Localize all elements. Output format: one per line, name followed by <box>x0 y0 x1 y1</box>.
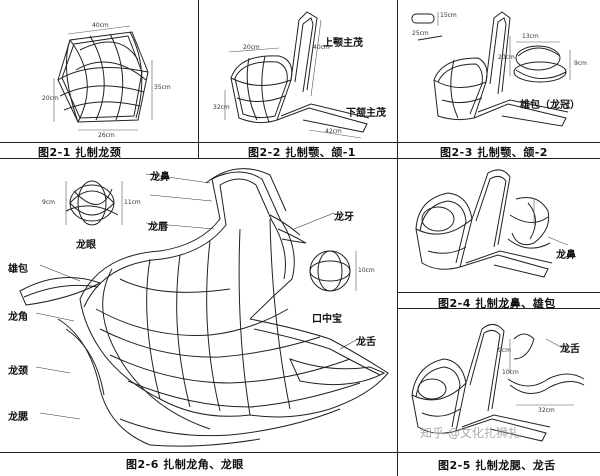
label-nose-2: 龙鼻 <box>556 250 576 261</box>
divider <box>198 0 199 158</box>
watermark: 知乎 @文化扎狮扎 <box>420 426 520 440</box>
label-lower-jaw-frame: 下颔主茂 <box>346 108 386 119</box>
label-crest: 雄包（龙冠） <box>520 100 580 111</box>
divider <box>0 452 600 453</box>
dimension-b: 10cm <box>502 369 519 376</box>
dimension-eye-a: 9cm <box>42 199 55 206</box>
dimension-b: 15cm <box>440 12 457 19</box>
divider <box>397 0 398 476</box>
dimension-a: 25cm <box>412 30 429 37</box>
divider <box>0 142 600 143</box>
label-tongue-2: 龙舌 <box>560 344 580 355</box>
label-neck: 龙颈 <box>8 366 28 377</box>
dimension-a: 20cm <box>243 44 260 51</box>
caption-fig-2-6: 图2-6 扎制龙角、龙眼 <box>126 458 244 471</box>
caption-fig-2-5: 图2-5 扎制龙腮、龙舌 <box>438 459 556 472</box>
dragon-head-wire-frame <box>19 168 389 447</box>
divider <box>0 158 600 159</box>
label-upper-jaw-frame: 上颚主茂 <box>323 38 363 49</box>
figure-panel-neck: 40cm 20cm 35cm 26cm <box>0 0 198 142</box>
label-crest-2: 雄包 <box>8 264 28 275</box>
label-nose: 龙鼻 <box>150 172 170 183</box>
dimension-c: 32cm <box>538 407 555 414</box>
label-eye: 龙眼 <box>76 240 96 251</box>
figure-panel-cheek-tongue: 9cm 10cm 32cm <box>398 309 600 452</box>
dimension-c: 13cm <box>522 33 539 40</box>
jaw-wire-frame-2 <box>411 11 571 127</box>
caption-fig-2-3: 图2-3 扎制颚、颌-2 <box>440 146 548 159</box>
divider <box>397 292 600 293</box>
neck-wire-frame <box>53 25 153 131</box>
label-tongue: 龙舌 <box>356 337 376 348</box>
dimension-pearl: 10cm <box>358 267 375 274</box>
dimension-right: 35cm <box>154 84 171 91</box>
label-lip: 龙唇 <box>148 222 168 233</box>
cheek-tongue-wire-frame <box>411 324 585 442</box>
dimension-d: 20cm <box>498 54 515 61</box>
dimension-eye-b: 11cm <box>124 199 141 206</box>
dimension-d: 32cm <box>213 104 230 111</box>
label-horn: 龙角 <box>8 312 28 323</box>
figure-panel-jaw-1: 20cm 40cm 42cm 32cm <box>199 0 397 142</box>
dimension-e: 9cm <box>574 60 587 67</box>
caption-fig-2-2: 图2-2 扎制颚、颌-1 <box>248 146 356 159</box>
dimension-top: 40cm <box>92 22 109 29</box>
label-tooth: 龙牙 <box>334 212 354 223</box>
dimension-left: 20cm <box>42 95 59 102</box>
dimension-a: 9cm <box>498 347 511 354</box>
figure-panel-jaw-2: 25cm 15cm 13cm 20cm 9cm <box>398 0 600 142</box>
label-cheek: 龙腮 <box>8 412 28 423</box>
label-mouth-pearl: 口中宝 <box>312 314 342 325</box>
divider <box>397 308 600 309</box>
jaw-wire-frame-1 <box>224 11 370 139</box>
dimension-bottom: 26cm <box>98 132 115 139</box>
figure-panel-nose-crest <box>398 159 600 292</box>
caption-fig-2-1: 图2-1 扎制龙颈 <box>38 146 122 159</box>
dimension-b: 40cm <box>313 44 330 51</box>
nose-crest-wire-frame <box>415 169 569 278</box>
caption-fig-2-4: 图2-4 扎制龙鼻、雄包 <box>438 297 556 310</box>
figure-panel-horn-eye: 9cm 11cm 10cm <box>0 159 397 452</box>
dimension-c: 42cm <box>325 128 342 135</box>
